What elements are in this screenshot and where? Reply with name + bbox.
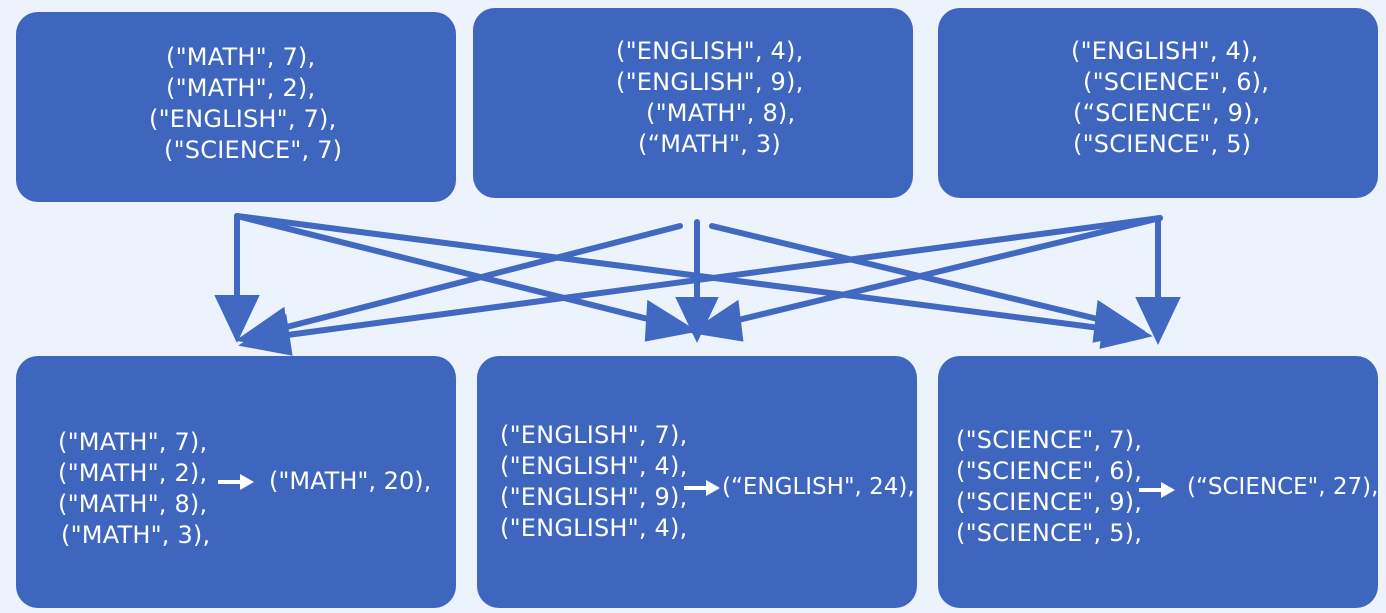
right-arrow-icon [1139, 482, 1175, 498]
reducer-entry: ("SCIENCE", 7), [956, 426, 1143, 454]
arrowhead-icon [675, 297, 719, 344]
mapper-entry: ("SCIENCE", 6), [1083, 68, 1270, 96]
reducer-entry: ("SCIENCE", 5), [956, 519, 1143, 547]
mapper-box-2: ("ENGLISH", 4), ("ENGLISH", 9), ("MATH",… [473, 8, 913, 198]
arrowhead-icon [1092, 299, 1146, 343]
mapper-entry: ("ENGLISH", 9), [616, 68, 804, 96]
arrowhead-icon [1135, 297, 1181, 346]
reducer-entry: ("MATH", 7), [58, 428, 208, 456]
shuffle-arrow-icon [727, 215, 1163, 325]
reducer-entry: ("MATH", 3), [61, 521, 211, 549]
shuffle-arrow-icon [277, 215, 1163, 339]
reducer-box-english: ("ENGLISH", 7), ("ENGLISH", 4), ("ENGLIS… [477, 356, 917, 608]
mapper-entry: ("SCIENCE", 5) [1073, 130, 1252, 158]
reducer-entry: ("SCIENCE", 9), [956, 488, 1143, 516]
shuffle-arrow-icon [272, 223, 683, 333]
reducer-entry: ("ENGLISH", 9), [500, 483, 688, 511]
reducer-entry: ("MATH", 2), [58, 459, 208, 487]
mapper-box-3: ("ENGLISH", 4), ("SCIENCE", 6), (“SCIENC… [938, 8, 1378, 198]
reducer-entry: ("SCIENCE", 6), [956, 457, 1143, 485]
mapper-entry: (“MATH", 3) [638, 130, 781, 158]
reducer-box-math: ("MATH", 7), ("MATH", 2), ("MATH", 8), (… [16, 356, 456, 608]
right-arrow-icon [684, 480, 720, 496]
reducer-result: (“SCIENCE", 27), [1187, 474, 1379, 500]
reducer-box-science: ("SCIENCE", 7), ("SCIENCE", 6), ("SCIENC… [938, 356, 1378, 608]
reducer-entry: ("ENGLISH", 4), [500, 514, 688, 542]
mapper-entry: ("ENGLISH", 4), [616, 37, 804, 65]
mapper-entry: ("ENGLISH", 4), [1071, 37, 1259, 65]
right-arrow-icon [218, 474, 254, 490]
mapper-entry: (“SCIENCE", 9), [1073, 99, 1261, 127]
reducer-entry: ("ENGLISH", 7), [500, 421, 688, 449]
arrowhead-icon [214, 295, 260, 344]
shuffle-arrow-icon [234, 213, 1118, 333]
reducer-result: ("MATH", 20), [269, 467, 432, 495]
mapper-entry: ("MATH", 2), [166, 74, 316, 102]
mapper-entry: ("SCIENCE", 7) [164, 136, 343, 164]
mapper-entry: ("MATH", 8), [646, 99, 796, 127]
arrowhead-icon [238, 313, 293, 356]
reducer-entry: ("ENGLISH", 4), [500, 452, 688, 480]
shuffle-arrow-icon [234, 213, 663, 325]
arrowhead-icon [688, 299, 744, 342]
mapper-entry: ("MATH", 7), [166, 43, 316, 71]
mapper-box-1: ("MATH", 7), ("MATH", 2), ("ENGLISH", 7)… [16, 12, 456, 202]
shuffle-arrow-icon [709, 223, 1113, 325]
reducer-entry: ("MATH", 8), [58, 490, 208, 518]
arrowhead-icon [644, 299, 699, 342]
reducer-result: (“ENGLISH", 24), [722, 474, 915, 500]
mapper-entry: ("ENGLISH", 7), [149, 105, 337, 133]
